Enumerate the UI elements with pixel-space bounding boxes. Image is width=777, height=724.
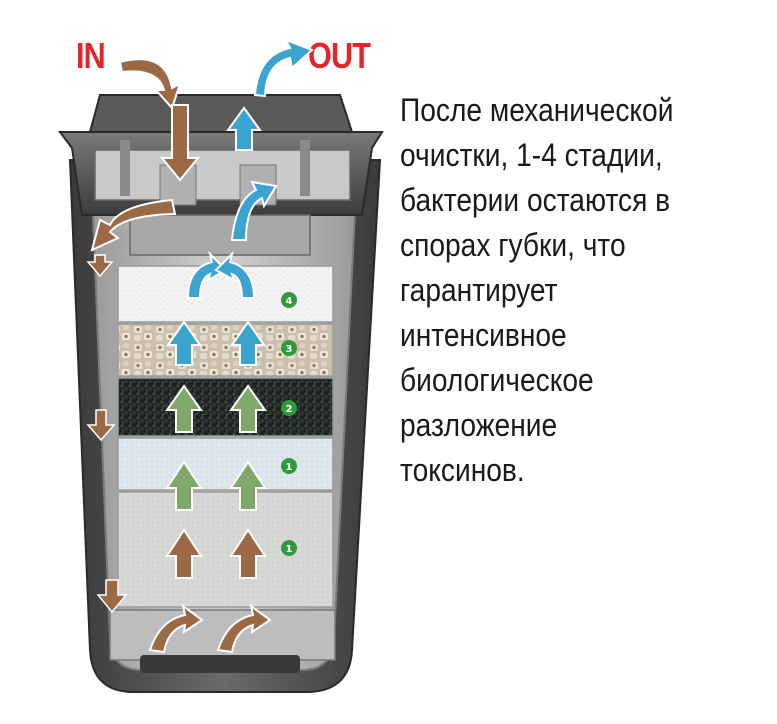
description-line: биологическое [400, 362, 594, 398]
outer-down-arrow-3 [96, 579, 128, 614]
description-line: гарантирует [400, 272, 558, 308]
filter-cap [88, 94, 354, 133]
stage-1-sponge-blue [117, 437, 334, 491]
out-arrow [253, 38, 314, 98]
filter-cap-window [94, 149, 351, 201]
svg-text:1: 1 [286, 462, 293, 473]
in-label: IN [76, 35, 106, 76]
stage1-up-arrow-left [165, 460, 203, 511]
svg-text:4: 4 [286, 296, 293, 307]
stage1-up-arrow-right [229, 460, 267, 511]
stage-1-sponge-grey [117, 491, 334, 608]
description-line: разложение [400, 407, 558, 443]
stage-3-ceramic [117, 323, 334, 377]
outer-down-arrow-1 [86, 254, 114, 278]
description-line: очистки, 1-4 стадии, [400, 137, 663, 173]
bottom-curve-arrow-left [148, 603, 204, 654]
canister-bottom [109, 609, 336, 661]
stage-badge-1-upper: 1 [281, 458, 297, 474]
stage2-up-arrow-left [165, 384, 203, 433]
stage2-up-arrow-right [229, 384, 267, 433]
outlet-up-arrow [226, 106, 262, 151]
stage-4-sponge [117, 265, 334, 323]
svg-text:2: 2 [286, 404, 293, 415]
svg-text:1: 1 [286, 544, 293, 555]
description-line: токсинов. [400, 452, 525, 488]
stage-badge-4: 4 [281, 292, 297, 308]
stage-2-carbon [117, 377, 334, 437]
stage3-up-arrow-right [230, 320, 266, 366]
stage1b-up-arrow-left [165, 528, 203, 579]
svg-text:3: 3 [286, 344, 293, 355]
description-line: бактерии остаются в [400, 182, 671, 218]
description-line: интенсивное [400, 317, 567, 353]
stage-badge-3: 3 [281, 340, 297, 356]
stage4-out-arrow-right [214, 250, 256, 299]
stage1b-up-arrow-right [229, 528, 267, 579]
description-line: спорах губки, что [400, 227, 626, 263]
intake-down-arrow [159, 104, 201, 182]
outlet-curve-arrow [230, 180, 278, 241]
outer-down-arrow-2 [86, 409, 116, 442]
intake-deflect-arrow [90, 198, 177, 252]
stage-badge-1-lower: 1 [281, 540, 297, 556]
out-label: OUT [308, 35, 371, 76]
stage4-out-arrow-left [186, 250, 228, 299]
description-line: После механической [400, 92, 674, 128]
bottom-curve-arrow-right [216, 603, 272, 654]
description-text: После механической очистки, 1-4 стадии, … [400, 88, 726, 493]
stage3-up-arrow-left [166, 320, 202, 366]
stage-badge-2: 2 [281, 400, 297, 416]
